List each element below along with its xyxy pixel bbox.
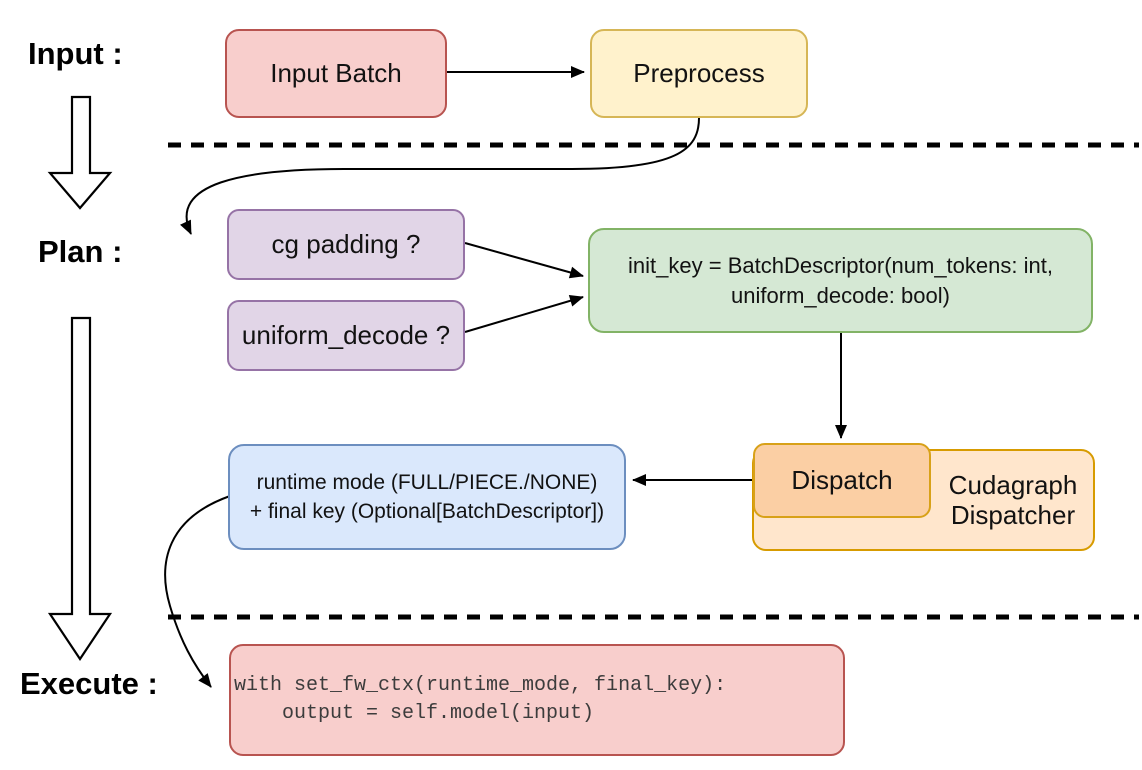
execute-stage-label: Execute : xyxy=(20,666,158,701)
dispatch-label: Dispatch xyxy=(791,465,893,495)
runtime-mode-line2: + final key (Optional[BatchDescriptor]) xyxy=(249,500,605,523)
arrow-cgpadding-to-initkey xyxy=(464,242,584,279)
cg-padding-label: cg padding ? xyxy=(271,229,421,259)
execute-code-node: with set_fw_ctx(runtime_mode, final_key)… xyxy=(229,644,845,756)
curve-preprocess-to-cgpadding xyxy=(180,117,700,235)
input-stage-flow-arrow xyxy=(47,95,113,210)
preprocess-label: Preprocess xyxy=(633,58,765,88)
dispatch-node: Dispatch xyxy=(753,443,931,518)
arrow-uniformdecode-to-initkey xyxy=(464,294,584,333)
curve-runtimemode-to-executecode xyxy=(164,495,231,688)
input-batch-label: Input Batch xyxy=(270,58,402,88)
plan-stage-flow-arrow xyxy=(47,316,113,661)
cudagraph-dispatcher-line1: Cudagraph xyxy=(948,470,1078,500)
uniform-decode-node: uniform_decode ? xyxy=(227,300,465,371)
init-key-line1: init_key = BatchDescriptor(num_tokens: i… xyxy=(628,252,1053,278)
uniform-decode-label: uniform_decode ? xyxy=(241,320,451,350)
plan-stage-label: Plan : xyxy=(38,234,123,269)
input-stage-label: Input : xyxy=(28,36,123,71)
preprocess-node: Preprocess xyxy=(590,29,808,118)
input-batch-node: Input Batch xyxy=(225,29,447,118)
init-key-line2: uniform_decode: bool) xyxy=(731,282,950,308)
init-key-node: init_key = BatchDescriptor(num_tokens: i… xyxy=(588,228,1093,333)
cudagraph-dispatcher-text: Cudagraph Dispatcher xyxy=(931,449,1095,551)
runtime-mode-line1: runtime mode (FULL/PIECE./NONE) xyxy=(256,471,598,494)
cg-padding-node: cg padding ? xyxy=(227,209,465,280)
runtime-mode-node: runtime mode (FULL/PIECE./NONE) + final … xyxy=(228,444,626,550)
execute-code-line1: with set_fw_ctx(runtime_mode, final_key)… xyxy=(234,674,727,697)
execute-code-line2: output = self.model(input) xyxy=(234,702,595,725)
cudagraph-dispatcher-line2: Dispatcher xyxy=(950,500,1076,530)
